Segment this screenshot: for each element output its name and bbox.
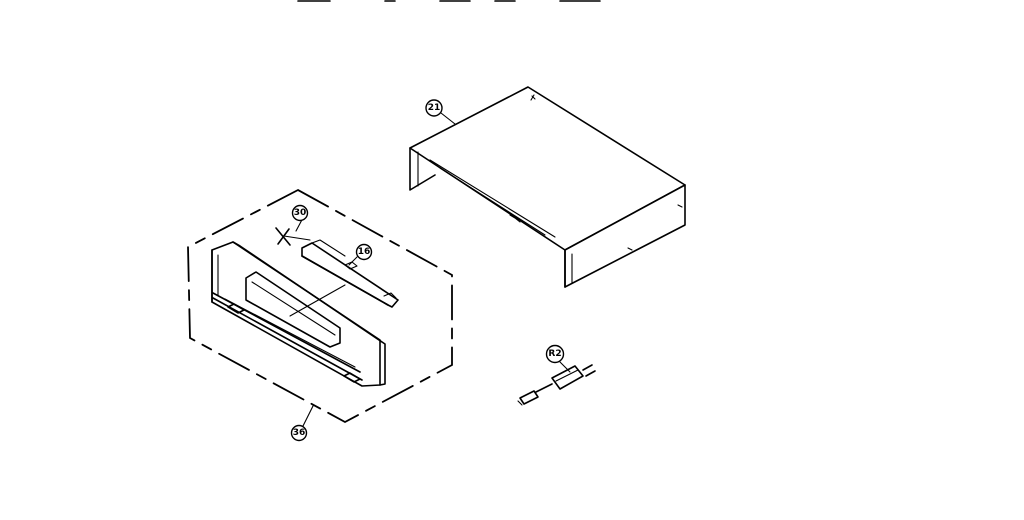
callout-16: 16 [355,243,373,261]
front-panel-assembly-boundary [187,188,453,424]
callout-16-label: 16 [358,247,371,257]
callout-36: 36 [290,424,308,442]
callout-21: 21 [425,99,443,117]
callout-R2: R2 [545,344,565,364]
callout-36-label: 36 [293,428,306,438]
power-cord-part [517,361,596,406]
front-panel [211,241,386,387]
callout-21-label: 21 [428,103,441,113]
top-cover [409,86,686,288]
screw-part [275,227,311,246]
door-part [301,239,399,308]
callout-30-label: 30 [294,208,307,218]
callout-R2-label: R2 [548,349,561,359]
callout-30: 30 [291,204,309,222]
